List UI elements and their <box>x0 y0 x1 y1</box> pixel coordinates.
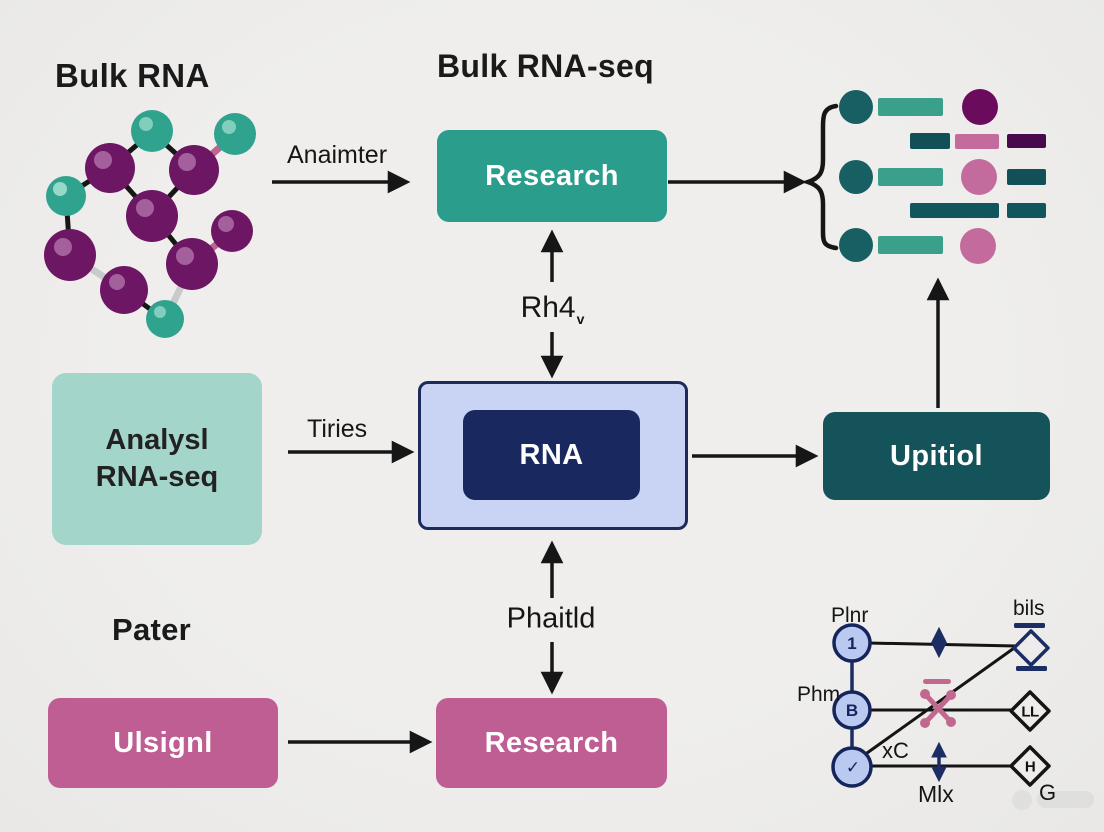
edge-label-phaitld: Phaitld <box>506 602 596 635</box>
node-analysl: Analysl RNA-seq <box>52 373 262 545</box>
channel-crossover-icon <box>831 623 1051 788</box>
mini-line-diagonal <box>859 639 1025 760</box>
mini-diamond-ll-label: LL <box>1021 703 1039 721</box>
mini-diamond-bils <box>1012 629 1050 667</box>
mini-diamond-ll <box>1009 690 1051 732</box>
mini-label-g: G <box>1039 780 1057 805</box>
node-research-top: Research <box>437 130 667 222</box>
flow-arrows <box>272 170 950 754</box>
mini-node-check <box>831 746 873 788</box>
node-analysl-line2: RNA-seq <box>95 461 219 493</box>
mini-label-bils: bils <box>1013 597 1045 620</box>
node-upitiol-label: Upitiol <box>889 439 983 472</box>
mini-label-phm: Phm <box>797 683 841 706</box>
node-rna: RNA <box>463 410 640 500</box>
node-ulsignl-label: Ulsignl <box>113 726 213 759</box>
mini-node-b <box>832 690 872 730</box>
node-research-top-label: Research <box>485 159 619 192</box>
edge-label-rh4: Rh4v <box>520 291 585 327</box>
heading-bulk-rna: Bulk RNA <box>55 57 210 94</box>
node-ulsignl: Ulsignl <box>48 698 278 788</box>
expression-matrix-icon <box>839 89 1046 264</box>
watermark <box>1012 790 1094 810</box>
edge-label-rh4-text: Rh4 <box>520 291 576 324</box>
pink-crossover-icon <box>920 679 956 728</box>
mini-label-plnr: Plnr <box>831 604 869 627</box>
node-rna-label: RNA <box>519 438 584 471</box>
edge-label-rh4-subscript: v <box>576 311 585 327</box>
node-upitiol: Upitiol <box>823 412 1050 500</box>
mini-line-top <box>867 641 1017 648</box>
curly-brace-icon <box>800 103 839 251</box>
mini-label-mlx: Mlx <box>918 781 954 807</box>
rna-molecule-icon <box>44 110 256 338</box>
mini-diamond-h-label: H <box>1024 758 1036 776</box>
node-analysl-line1: Analysl <box>105 423 209 456</box>
mini-node-check-label: ✓ <box>845 758 861 777</box>
node-research-bottom: Research <box>436 698 667 788</box>
edge-label-anaimter: Anaimter <box>287 141 388 169</box>
node-research-bottom-label: Research <box>484 726 619 759</box>
mini-label-xc: xC <box>882 738 909 763</box>
mini-node-b-label: B <box>845 701 859 720</box>
mini-node-1-label: 1 <box>847 634 857 653</box>
heading-bulk-rna-seq: Bulk RNA-seq <box>437 48 654 84</box>
edge-label-tiries: Tiries <box>307 415 368 443</box>
heading-pater: Pater <box>112 612 192 647</box>
mini-node-1 <box>832 623 872 663</box>
mini-diamond-h <box>1009 745 1051 787</box>
